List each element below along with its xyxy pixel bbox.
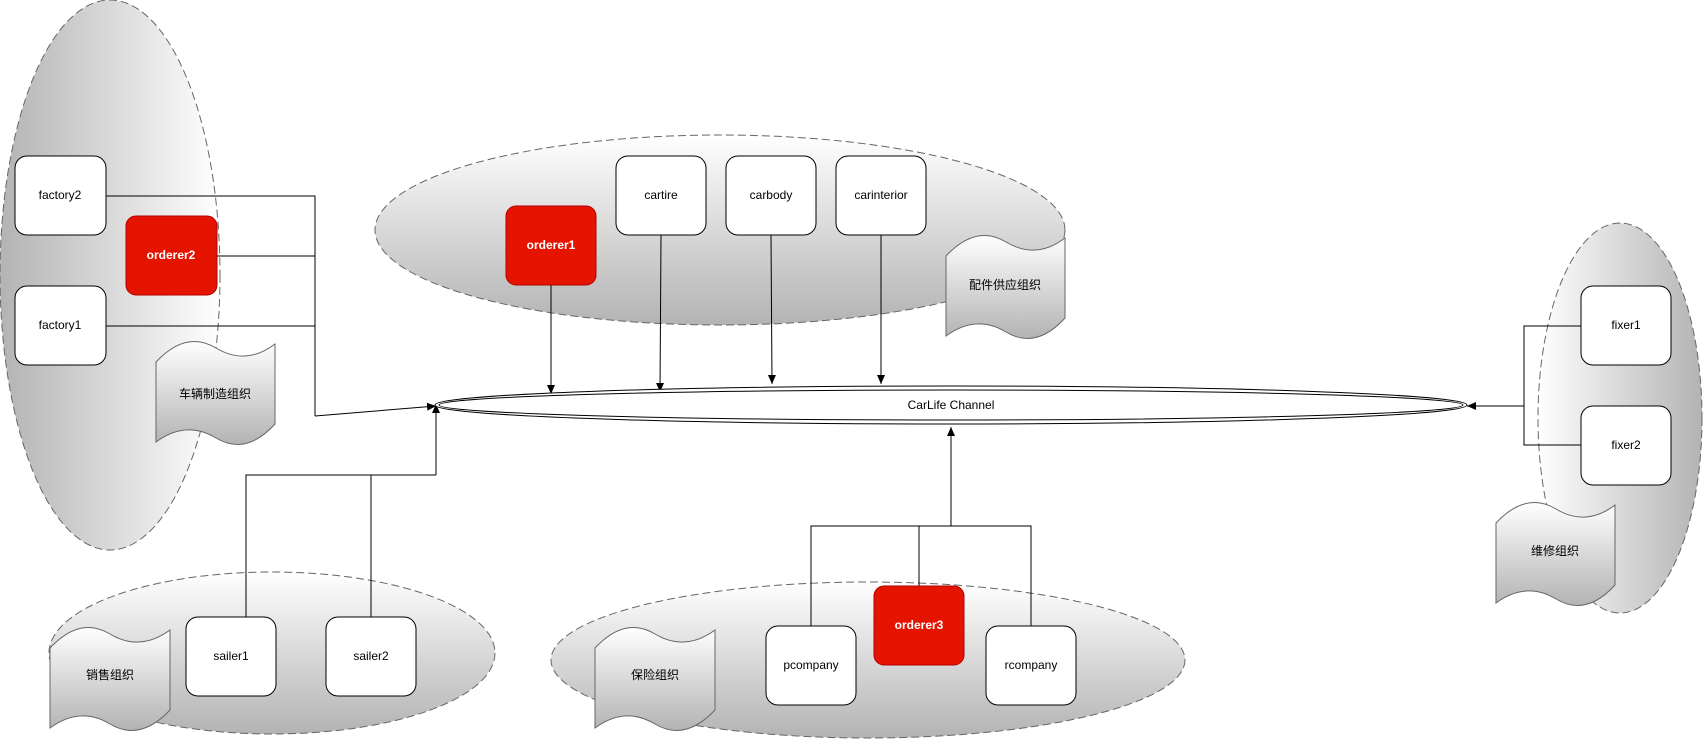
node-factory1[interactable]: factory1 [14, 285, 107, 366]
node-factory2[interactable]: factory2 [14, 155, 107, 236]
sales-org-label: 销售组织 [86, 667, 134, 682]
node-orderer2[interactable]: orderer2 [125, 215, 218, 296]
node-label: orderer3 [895, 618, 944, 632]
edge-cartire [656, 234, 665, 393]
node-fixer2[interactable]: fixer2 [1580, 405, 1672, 486]
node-pcompany[interactable]: pcompany [765, 625, 857, 706]
node-label: carinterior [854, 188, 907, 202]
node-label: orderer2 [147, 248, 196, 262]
edge-fixer1 [1523, 325, 1581, 446]
node-rcompany[interactable]: rcompany [985, 625, 1077, 706]
repair-org-tape: 维修组织 [1495, 502, 1616, 606]
parts-org-label: 配件供应组织 [969, 277, 1041, 292]
edge-carbody [767, 234, 776, 385]
node-sailer2[interactable]: sailer2 [325, 616, 417, 697]
channel-label: CarLife Channel [908, 398, 995, 412]
node-fixer1[interactable]: fixer1 [1580, 285, 1672, 366]
node-label: fixer2 [1611, 438, 1641, 452]
parts-org-tape: 配件供应组织 [945, 235, 1066, 339]
node-label: factory2 [39, 188, 82, 202]
node-cartire[interactable]: cartire [615, 155, 707, 236]
node-label: carbody [750, 188, 793, 202]
node-label: factory1 [39, 318, 82, 332]
node-label: orderer1 [527, 238, 576, 252]
insurance-org-label: 保险组织 [631, 667, 679, 682]
edge-manufacturing-to-channel [314, 402, 437, 417]
node-label: fixer1 [1611, 318, 1641, 332]
node-label: pcompany [783, 658, 838, 672]
node-label: rcompany [1005, 658, 1058, 672]
node-orderer1[interactable]: orderer1 [505, 205, 597, 286]
edge-pcompany [810, 525, 1032, 626]
repair-org-label: 维修组织 [1531, 543, 1579, 558]
node-orderer3[interactable]: orderer3 [873, 585, 965, 666]
edge-sailer1 [245, 474, 436, 617]
node-carbody[interactable]: carbody [725, 155, 817, 236]
node-label: cartire [644, 188, 678, 202]
node-carinterior[interactable]: carinterior [835, 155, 927, 236]
edge-factory2 [106, 195, 316, 416]
carlife-channel[interactable]: CarLife Channel [434, 385, 1468, 425]
insurance-org-tape: 保险组织 [594, 627, 716, 731]
manufacturing-org-tape: 车辆制造组织 [155, 341, 276, 445]
sales-org-tape: 销售组织 [49, 627, 171, 731]
node-label: sailer2 [353, 649, 389, 663]
node-label: sailer1 [213, 649, 249, 663]
node-sailer1[interactable]: sailer1 [185, 616, 277, 697]
manufacturing-org-label: 车辆制造组织 [179, 386, 251, 401]
